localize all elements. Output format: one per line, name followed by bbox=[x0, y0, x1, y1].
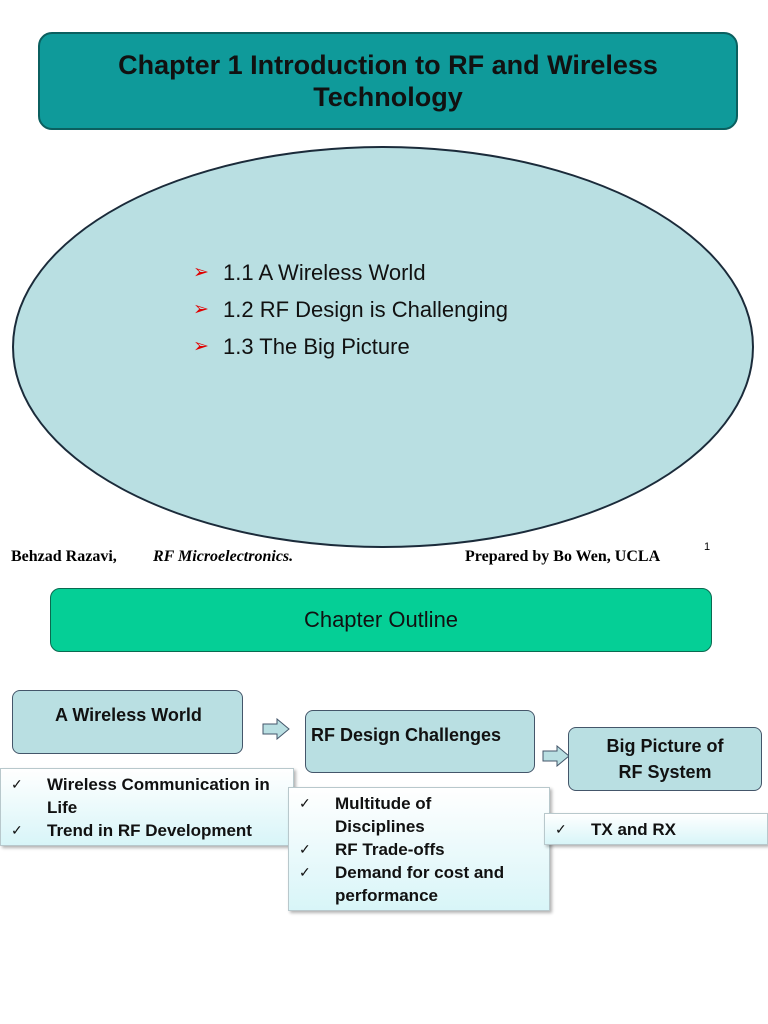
list-item: ✓ Trend in RF Development bbox=[11, 819, 293, 842]
checkmark-icon: ✓ bbox=[11, 822, 23, 838]
contents-ellipse bbox=[12, 146, 754, 548]
section-bullet-label: 1.3 The Big Picture bbox=[223, 333, 410, 359]
footer-prepared-by: Prepared by Bo Wen, UCLA bbox=[465, 548, 661, 565]
page-number: 1 bbox=[704, 541, 711, 553]
right-arrow-icon bbox=[542, 745, 570, 767]
right-arrow-icon bbox=[262, 718, 290, 740]
arrowhead-bullet-icon: ➢ bbox=[193, 336, 209, 357]
checkmark-icon: ✓ bbox=[299, 841, 311, 857]
section-bullet-label: 1.1 A Wireless World bbox=[223, 259, 426, 285]
list-item-label: Multitude of Disciplines bbox=[335, 794, 432, 836]
wireless-world-topic-list: ✓ Wireless Communication in Life ✓ Trend… bbox=[0, 768, 294, 846]
arrowhead-bullet-icon: ➢ bbox=[193, 262, 209, 283]
list-item-label: TX and RX bbox=[591, 820, 677, 839]
list-item: ✓ TX and RX bbox=[555, 818, 767, 841]
list-item: ✓ Wireless Communication in Life bbox=[11, 773, 293, 819]
chapter-title-box: Chapter 1 Introduction to RF and Wireles… bbox=[38, 32, 738, 130]
outline-node-big-picture: Big Picture of RF System bbox=[568, 727, 762, 791]
checkmark-icon: ✓ bbox=[299, 864, 311, 880]
footer-book: RF Microelectronics. bbox=[153, 548, 294, 565]
section-bullet-label: 1.2 RF Design is Challenging bbox=[223, 296, 508, 322]
section-bullet-item: ➢ 1.3 The Big Picture bbox=[193, 328, 508, 365]
list-item-label: Wireless Communication in Life bbox=[47, 775, 270, 817]
big-picture-topic-list: ✓ TX and RX bbox=[544, 813, 768, 845]
chapter-outline-title: Chapter Outline bbox=[303, 607, 459, 632]
section-bullet-list: ➢ 1.1 A Wireless World ➢ 1.2 RF Design i… bbox=[193, 254, 508, 365]
section-bullet-item: ➢ 1.1 A Wireless World bbox=[193, 254, 508, 291]
checkmark-icon: ✓ bbox=[555, 821, 567, 837]
section-bullet-item: ➢ 1.2 RF Design is Challenging bbox=[193, 291, 508, 328]
chapter-title: Chapter 1 Introduction to RF and Wireles… bbox=[118, 50, 658, 112]
list-item-label: Trend in RF Development bbox=[47, 821, 252, 840]
list-item: ✓ RF Trade-offs bbox=[299, 838, 549, 861]
outline-node-wireless-world: A Wireless World bbox=[12, 690, 243, 754]
outline-node-label: RF Design Challenges bbox=[311, 725, 502, 745]
checkmark-icon: ✓ bbox=[299, 795, 311, 811]
checkmark-icon: ✓ bbox=[11, 776, 23, 792]
list-item-label: RF Trade-offs bbox=[335, 840, 445, 859]
rf-design-topic-list: ✓ Multitude of Disciplines ✓ RF Trade-of… bbox=[288, 787, 550, 911]
footer-author: Behzad Razavi, bbox=[11, 548, 117, 565]
outline-node-label: A Wireless World bbox=[55, 705, 202, 725]
outline-node-label: Big Picture of RF System bbox=[606, 736, 724, 782]
arrowhead-bullet-icon: ➢ bbox=[193, 299, 209, 320]
list-item: ✓ Demand for cost and performance bbox=[299, 861, 549, 907]
list-item: ✓ Multitude of Disciplines bbox=[299, 792, 549, 838]
list-item-label: Demand for cost and performance bbox=[335, 863, 505, 905]
chapter-outline-header: Chapter Outline bbox=[50, 588, 712, 652]
outline-node-rf-design-challenges: RF Design Challenges bbox=[305, 710, 535, 773]
